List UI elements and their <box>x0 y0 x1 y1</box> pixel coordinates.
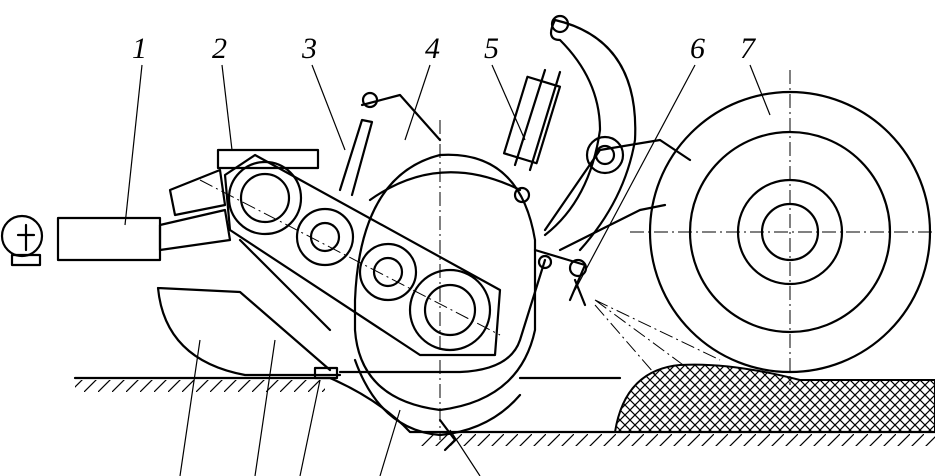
wheel <box>630 70 935 385</box>
cutter-disc <box>353 120 537 452</box>
label-6: 6 <box>690 32 705 65</box>
strut <box>338 91 442 197</box>
hitch-assembly <box>0 168 342 380</box>
label-4: 4 <box>425 32 440 65</box>
wheel-frame <box>543 138 692 252</box>
label-7: 7 <box>740 32 757 65</box>
hydraulic-arm <box>502 14 637 252</box>
label-3: 3 <box>301 32 317 65</box>
ground <box>73 376 935 446</box>
gearbox-housing <box>199 148 502 357</box>
leader-lines <box>124 64 771 476</box>
soil-mound <box>613 363 935 433</box>
spray-jet <box>594 299 721 381</box>
label-5: 5 <box>484 32 499 65</box>
label-1: 1 <box>132 32 147 65</box>
label-2: 2 <box>212 32 227 65</box>
